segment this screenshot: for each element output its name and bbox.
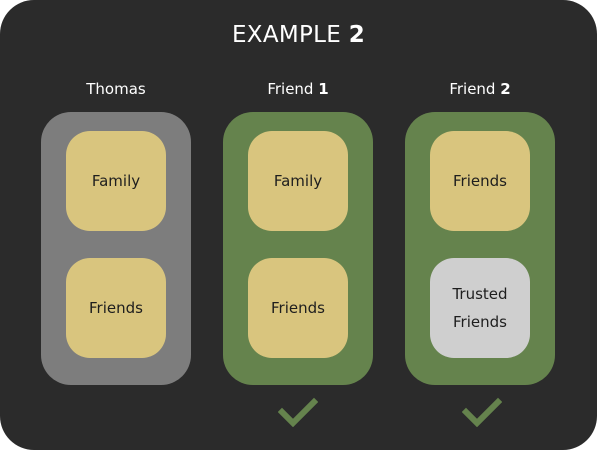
- group-tile-friends: Friends: [66, 258, 166, 358]
- group-tile-family: Family: [66, 131, 166, 231]
- column-label-text: Friend: [267, 80, 319, 98]
- column-label-number: 1: [318, 80, 329, 98]
- checkmark-icon: [278, 397, 318, 427]
- column-label-friend-2: Friend 2: [405, 80, 555, 98]
- diagram-title: EXAMPLE 2: [0, 22, 597, 48]
- title-number: 2: [348, 22, 366, 48]
- group-tile-label: Family: [273, 172, 323, 190]
- column-label-text: Thomas: [86, 80, 146, 98]
- group-tile-label: Friends: [271, 299, 325, 317]
- checkmark-icon: [462, 397, 502, 427]
- group-tile-friends: Friends: [430, 131, 530, 231]
- group-tile-label: Friends: [453, 172, 507, 190]
- column-label-friend-1: Friend 1: [223, 80, 373, 98]
- group-tile-label-line-2: Friends: [453, 313, 507, 331]
- group-tile-friends: Friends: [248, 258, 348, 358]
- group-tile-family: Family: [248, 131, 348, 231]
- group-tile-label-line-1: Trusted: [452, 285, 508, 303]
- column-thomas: Family Friends: [41, 112, 191, 385]
- column-label-thomas: Thomas: [41, 80, 191, 98]
- group-tile-label: Friends: [89, 299, 143, 317]
- group-tile-trusted-friends: Trusted Friends: [430, 258, 530, 358]
- column-friend-1: Family Friends: [223, 112, 373, 385]
- column-label-number: 2: [500, 80, 511, 98]
- title-prefix: EXAMPLE: [231, 22, 342, 48]
- column-friend-2: Friends Trusted Friends: [405, 112, 555, 385]
- group-tile-label: Family: [91, 172, 141, 190]
- column-label-text: Friend: [449, 80, 501, 98]
